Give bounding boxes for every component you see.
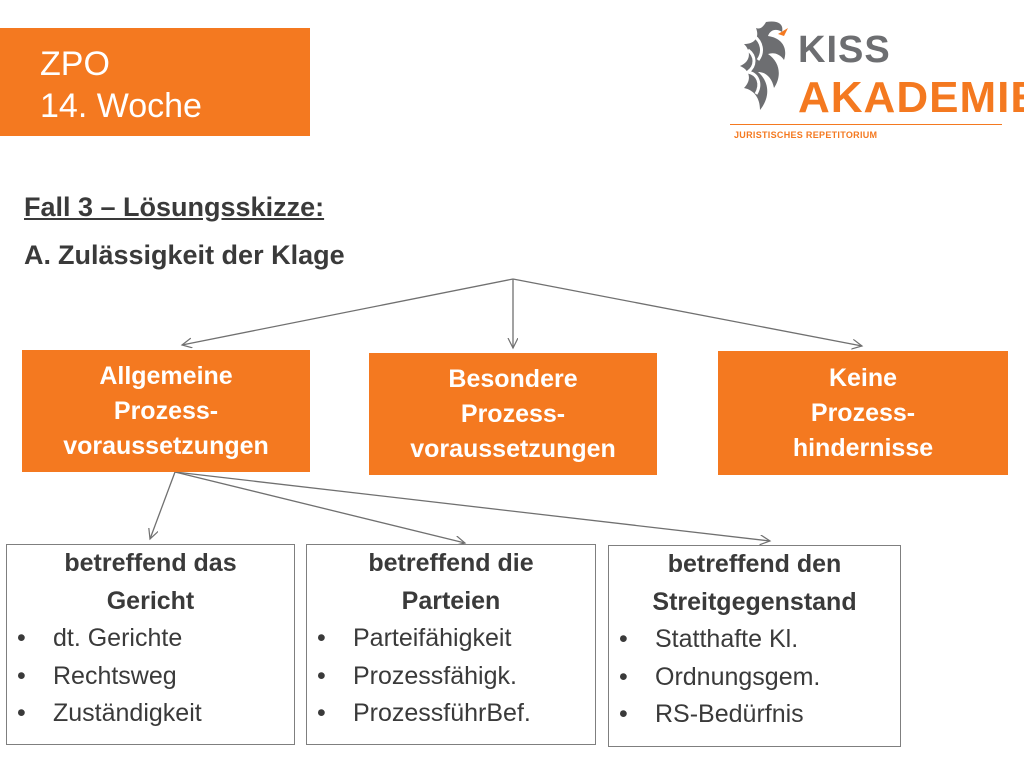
list-item-text: dt. Gerichte [53, 624, 183, 652]
box-title-line: Gericht [106, 586, 195, 615]
box-line: voraussetzungen [63, 431, 269, 460]
bullet: • [619, 625, 628, 653]
bullet: • [17, 661, 26, 690]
box-title: betreffend das Gericht [7, 545, 294, 620]
box-line: Allgemeine [99, 361, 233, 390]
list-item-text: Prozessfähigk. [353, 661, 517, 690]
box-line: voraussetzungen [410, 434, 616, 463]
list-item: • Zuständigkeit [7, 695, 294, 733]
section-title: Zulässigkeit der Klage [58, 240, 345, 270]
list-item-text: ProzessführBef. [353, 699, 531, 727]
box-title-line: betreffend die [368, 549, 534, 577]
box-besondere-prozessvoraussetzungen: Besondere Prozess- voraussetzungen [369, 353, 657, 475]
item-list: • Statthafte Kl. • Ordnungsgem. • RS-Bedürf… [609, 621, 900, 734]
list-item-text: Rechtsweg [53, 661, 177, 690]
box-title-line: Streitgegenstand [652, 587, 857, 616]
box-betreffend-parteien: betreffend die Parteien • Parteifähigkeit… [306, 544, 596, 745]
box-line: Keine [828, 363, 898, 392]
arrow-to-streitgegenstand [174, 471, 770, 541]
section-enum: A. [24, 240, 51, 270]
arrow-to-keine [512, 278, 862, 346]
logo-divider [730, 124, 1002, 125]
title-line-1: ZPO [40, 45, 110, 83]
title-line-2: 14. Woche [40, 87, 202, 125]
box-line: hindernisse [792, 433, 934, 462]
arrow-to-gericht [150, 471, 176, 539]
logo-akademie-text: AKADEMIE [798, 73, 1024, 122]
list-item-text: Zuständigkeit [53, 699, 202, 727]
list-item-text: Parteifähigkeit [353, 624, 512, 652]
list-item: • ProzessführBef. [307, 695, 595, 733]
list-item: • Statthafte Kl. [609, 621, 900, 659]
list-item: • Parteifähigkeit [307, 620, 595, 658]
bullet: • [17, 699, 26, 727]
arrow-to-allgemeine [182, 278, 514, 345]
box-title-line: betreffend das [64, 549, 237, 577]
case-heading: Fall 3 – Lösungsskizze: [24, 192, 325, 222]
list-item-text: Statthafte Kl. [655, 625, 799, 653]
list-item-text: Ordnungsgem. [655, 662, 821, 691]
list-item: • RS-Bedürfnis [609, 696, 900, 734]
bullet: • [619, 700, 628, 728]
box-title: betreffend den Streitgegenstand [609, 546, 900, 621]
box-betreffend-streitgegenstand: betreffend den Streitgegenstand • Stattha… [608, 545, 901, 747]
list-item: • Ordnungsgem. [609, 659, 900, 697]
list-item-text: RS-Bedürfnis [655, 700, 804, 728]
section-heading: A.Zulässigkeit der Klage [24, 239, 345, 271]
title-box: ZPO 14. Woche [0, 28, 310, 136]
logo-kiss-text: KISS [798, 29, 891, 71]
list-item: • dt. Gerichte [7, 620, 294, 658]
box-title-line: Parteien [401, 586, 501, 615]
box-title-line: betreffend den [667, 550, 842, 578]
phoenix-swirl-icon [740, 21, 788, 110]
item-list: • dt. Gerichte • Rechtsweg • Zuständigkeit [7, 620, 294, 733]
bullet: • [17, 624, 26, 652]
box-keine-prozesshindernisse: Keine Prozess- hindernisse [718, 351, 1008, 475]
arrow-to-parteien [174, 471, 465, 543]
box-line: Besondere [448, 364, 578, 393]
list-item: • Rechtsweg [7, 658, 294, 696]
box-allgemeine-prozessvoraussetzungen: Allgemeine Prozess- voraussetzungen [22, 350, 310, 472]
kiss-akademie-logo: KISS AKADEMIE JURISTISCHES REPETITORIUM [726, 14, 1024, 144]
list-item: • Prozessfähigk. [307, 658, 595, 696]
logo-subtitle: JURISTISCHES REPETITORIUM [734, 130, 878, 140]
box-betreffend-gericht: betreffend das Gericht • dt. Gerichte • Re… [6, 544, 295, 745]
bullet: • [317, 624, 326, 652]
box-line: Prozess- [113, 396, 219, 425]
bullet: • [619, 662, 628, 691]
bullet: • [317, 699, 326, 727]
box-line: Prozess- [810, 398, 916, 427]
box-line: Prozess- [460, 399, 566, 428]
box-title: betreffend die Parteien [307, 545, 595, 620]
bullet: • [317, 661, 326, 690]
item-list: • Parteifähigkeit • Prozessfähigk. • Prozes… [307, 620, 595, 733]
